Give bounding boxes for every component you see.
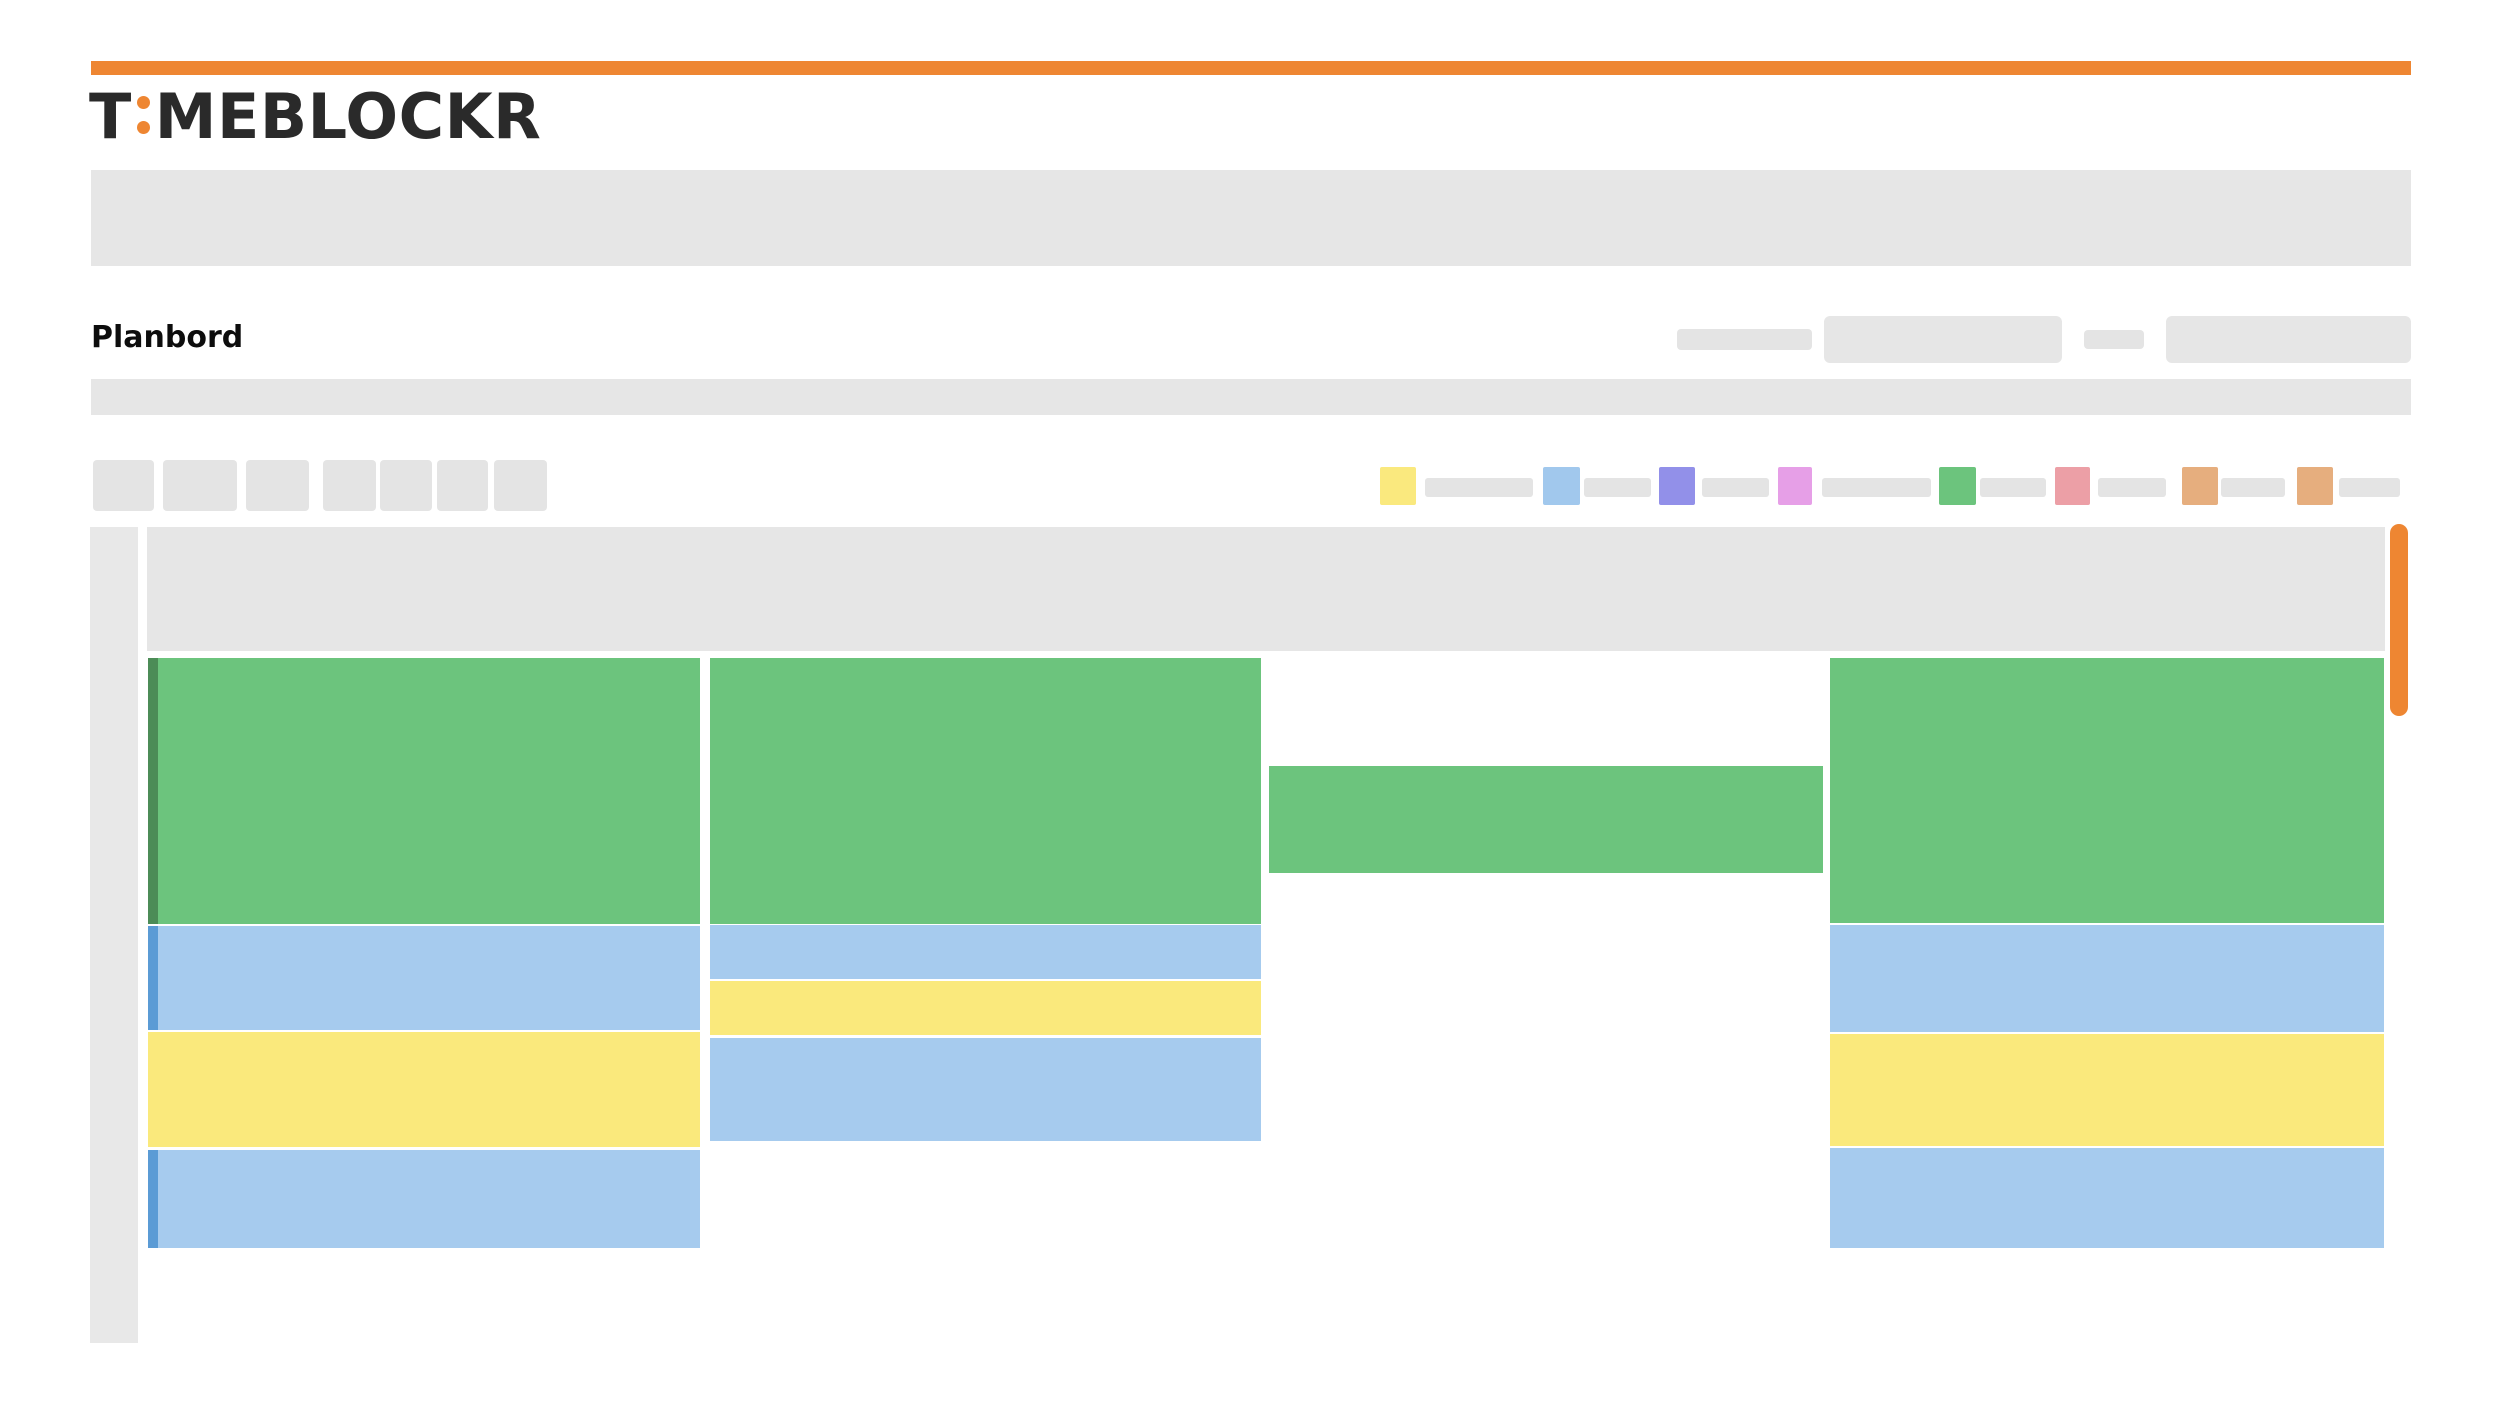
schedule-block-blue[interactable]	[710, 1038, 1261, 1141]
schedule-block-yellow[interactable]	[710, 981, 1261, 1035]
app-logo: T MEBLOCKR	[89, 86, 541, 148]
toolbar-button[interactable]	[246, 460, 309, 511]
page-title: Planbord	[91, 320, 244, 355]
toolbar-button[interactable]	[437, 460, 488, 511]
schedule-block-blue[interactable]	[1830, 925, 2384, 1032]
legend-label	[1584, 478, 1651, 497]
time-axis-rail	[90, 527, 138, 1343]
schedule-block-yellow[interactable]	[1830, 1034, 2384, 1146]
block-accent-stripe	[148, 1150, 158, 1248]
main-nav-placeholder	[91, 170, 2411, 266]
schedule-block-green[interactable]	[710, 658, 1261, 924]
block-accent-stripe	[148, 658, 158, 924]
legend-swatch-yellow	[1380, 467, 1416, 505]
logo-text-t: T	[89, 80, 132, 153]
legend-label	[2221, 478, 2285, 497]
legend-swatch-green	[1939, 467, 1976, 505]
schedule-block-green[interactable]	[1830, 658, 2384, 923]
logo-text-rest: MEBLOCKR	[154, 80, 542, 153]
legend-swatch-tan	[2182, 467, 2218, 505]
header-control-label	[2084, 330, 2144, 349]
toolbar-button[interactable]	[323, 460, 376, 511]
toolbar-button[interactable]	[494, 460, 547, 511]
logo-colon-dots-icon	[136, 96, 150, 134]
legend-label	[2098, 478, 2166, 497]
header-control-button[interactable]	[2166, 316, 2411, 363]
legend-label	[1980, 478, 2046, 497]
schedule-block-yellow[interactable]	[148, 1032, 700, 1147]
sub-header-placeholder	[91, 379, 2411, 415]
legend-label	[1425, 478, 1533, 497]
block-accent-stripe	[148, 926, 158, 1030]
schedule-block-green[interactable]	[148, 658, 700, 924]
schedule-block-blue[interactable]	[1830, 1148, 2384, 1248]
header-control-button[interactable]	[1824, 316, 2062, 363]
legend-swatch-red	[2055, 467, 2090, 505]
vertical-scrollbar-thumb[interactable]	[2390, 524, 2408, 716]
toolbar-button[interactable]	[163, 460, 237, 511]
legend-swatch-purple	[1659, 467, 1695, 505]
brand-accent-bar	[91, 61, 2411, 75]
header-control-label	[1677, 329, 1812, 350]
schedule-block-blue[interactable]	[148, 1150, 700, 1248]
schedule-block-green[interactable]	[1269, 766, 1823, 873]
legend-swatch-tan	[2297, 467, 2333, 505]
schedule-block-blue[interactable]	[710, 925, 1261, 979]
legend-label	[1822, 478, 1931, 497]
legend-swatch-blue	[1543, 467, 1580, 505]
legend-label	[2339, 478, 2400, 497]
toolbar-button[interactable]	[380, 460, 432, 511]
toolbar-button[interactable]	[93, 460, 154, 511]
grid-header-placeholder	[147, 527, 2385, 651]
legend-swatch-orchid	[1778, 467, 1812, 505]
schedule-block-blue[interactable]	[148, 926, 700, 1030]
legend-label	[1702, 478, 1769, 497]
